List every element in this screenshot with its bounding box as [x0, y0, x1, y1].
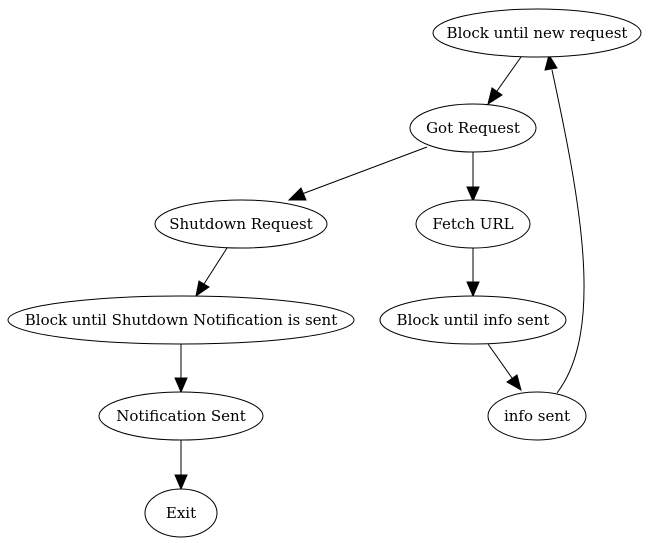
node-block-until-shutdown-notification: Block until Shutdown Notification is sen…	[7, 295, 355, 345]
edge-block-shutdown-notification-to-notification-sent	[174, 344, 188, 394]
node-label: info sent	[504, 407, 570, 425]
node-label: Got Request	[426, 119, 520, 137]
node-label: Exit	[166, 504, 196, 522]
node-label: Block until new request	[447, 24, 628, 42]
node-shutdown-request: Shutdown Request	[154, 199, 328, 249]
edge-block-new-request-to-got-request	[487, 56, 522, 106]
node-block-until-info-sent: Block until info sent	[379, 295, 567, 345]
edges	[174, 53, 585, 491]
node-got-request: Got Request	[409, 103, 537, 153]
edge-notification-sent-to-exit	[174, 440, 188, 491]
edge-got-request-to-shutdown-request	[287, 146, 428, 201]
node-label: Block until info sent	[397, 311, 550, 329]
edge-got-request-to-fetch-url	[466, 152, 480, 203]
node-exit: Exit	[144, 488, 218, 538]
node-fetch-url: Fetch URL	[415, 199, 531, 249]
edge-info-sent-to-block-new-request	[544, 53, 585, 394]
node-info-sent: info sent	[487, 391, 587, 441]
node-label: Notification Sent	[116, 407, 245, 425]
nodes: Block until new request Got Request Shut…	[7, 8, 642, 538]
edge-block-info-sent-to-info-sent	[487, 343, 522, 392]
node-label: Shutdown Request	[169, 215, 313, 233]
edge-shutdown-request-to-block-shutdown-notification	[195, 247, 228, 298]
edge-fetch-url-to-block-info-sent	[466, 247, 480, 298]
node-label: Block until Shutdown Notification is sen…	[25, 311, 338, 329]
node-notification-sent: Notification Sent	[98, 391, 264, 441]
node-label: Fetch URL	[432, 215, 513, 233]
node-block-until-new-request: Block until new request	[432, 8, 642, 58]
